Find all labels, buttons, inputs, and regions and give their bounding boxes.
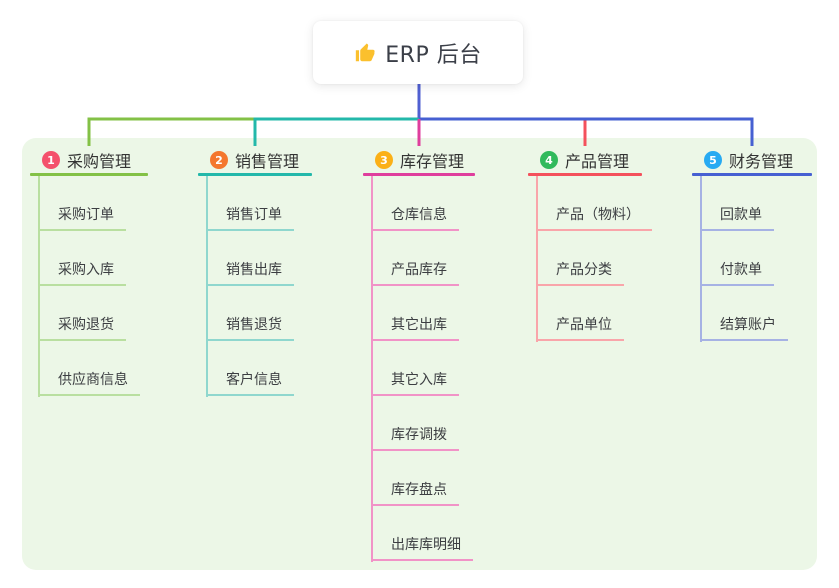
child-node[interactable]: 库存盘点 — [371, 480, 459, 506]
branch-label: 销售管理 — [235, 152, 300, 171]
child-node[interactable]: 销售出库 — [206, 260, 294, 286]
branch-label: 产品管理 — [565, 152, 630, 171]
child-node[interactable]: 产品（物料） — [536, 205, 652, 231]
branch-heading-5[interactable]: 5 财务管理 — [704, 148, 793, 172]
branch-heading-3[interactable]: 3 库存管理 — [375, 148, 464, 172]
branch-number-badge: 3 — [375, 151, 393, 169]
child-node[interactable]: 回款单 — [700, 205, 774, 231]
thumbs-up-icon — [356, 42, 375, 61]
mindmap-canvas-background — [22, 138, 817, 570]
branch-label: 财务管理 — [729, 152, 794, 171]
child-node[interactable]: 采购订单 — [38, 205, 126, 231]
branch-heading-4[interactable]: 4 产品管理 — [540, 148, 629, 172]
child-connector-spine — [206, 176, 208, 397]
child-connector-spine — [536, 176, 538, 342]
child-node[interactable]: 采购入库 — [38, 260, 126, 286]
child-connector-spine — [371, 176, 373, 562]
branch-number-badge: 4 — [540, 151, 558, 169]
branch-number-badge: 2 — [210, 151, 228, 169]
branch-number-badge: 5 — [704, 151, 722, 169]
child-node[interactable]: 销售退货 — [206, 315, 294, 341]
root-node-erp-backend[interactable]: ERP 后台 — [313, 21, 523, 84]
branch-label: 采购管理 — [67, 152, 132, 171]
branch-underline — [692, 173, 812, 176]
child-node[interactable]: 其它出库 — [371, 315, 459, 341]
child-node[interactable]: 供应商信息 — [38, 370, 140, 396]
root-node-label: ERP 后台 — [385, 42, 482, 68]
child-node[interactable]: 产品库存 — [371, 260, 459, 286]
child-connector-spine — [38, 176, 40, 397]
child-node[interactable]: 产品分类 — [536, 260, 624, 286]
child-node[interactable]: 客户信息 — [206, 370, 294, 396]
child-node[interactable]: 库存调拨 — [371, 425, 459, 451]
child-node[interactable]: 销售订单 — [206, 205, 294, 231]
branch-underline — [198, 173, 312, 176]
child-node[interactable]: 结算账户 — [700, 315, 788, 341]
branch-heading-1[interactable]: 1 采购管理 — [42, 148, 131, 172]
branch-heading-2[interactable]: 2 销售管理 — [210, 148, 299, 172]
branch-underline — [30, 173, 148, 176]
branch-label: 库存管理 — [400, 152, 465, 171]
child-node[interactable]: 付款单 — [700, 260, 774, 286]
branch-number-badge: 1 — [42, 151, 60, 169]
child-node[interactable]: 采购退货 — [38, 315, 126, 341]
branch-underline — [363, 173, 475, 176]
branch-underline — [528, 173, 642, 176]
child-node[interactable]: 出库库明细 — [371, 535, 473, 561]
child-node[interactable]: 仓库信息 — [371, 205, 459, 231]
child-connector-spine — [700, 176, 702, 342]
child-node[interactable]: 其它入库 — [371, 370, 459, 396]
child-node[interactable]: 产品单位 — [536, 315, 624, 341]
